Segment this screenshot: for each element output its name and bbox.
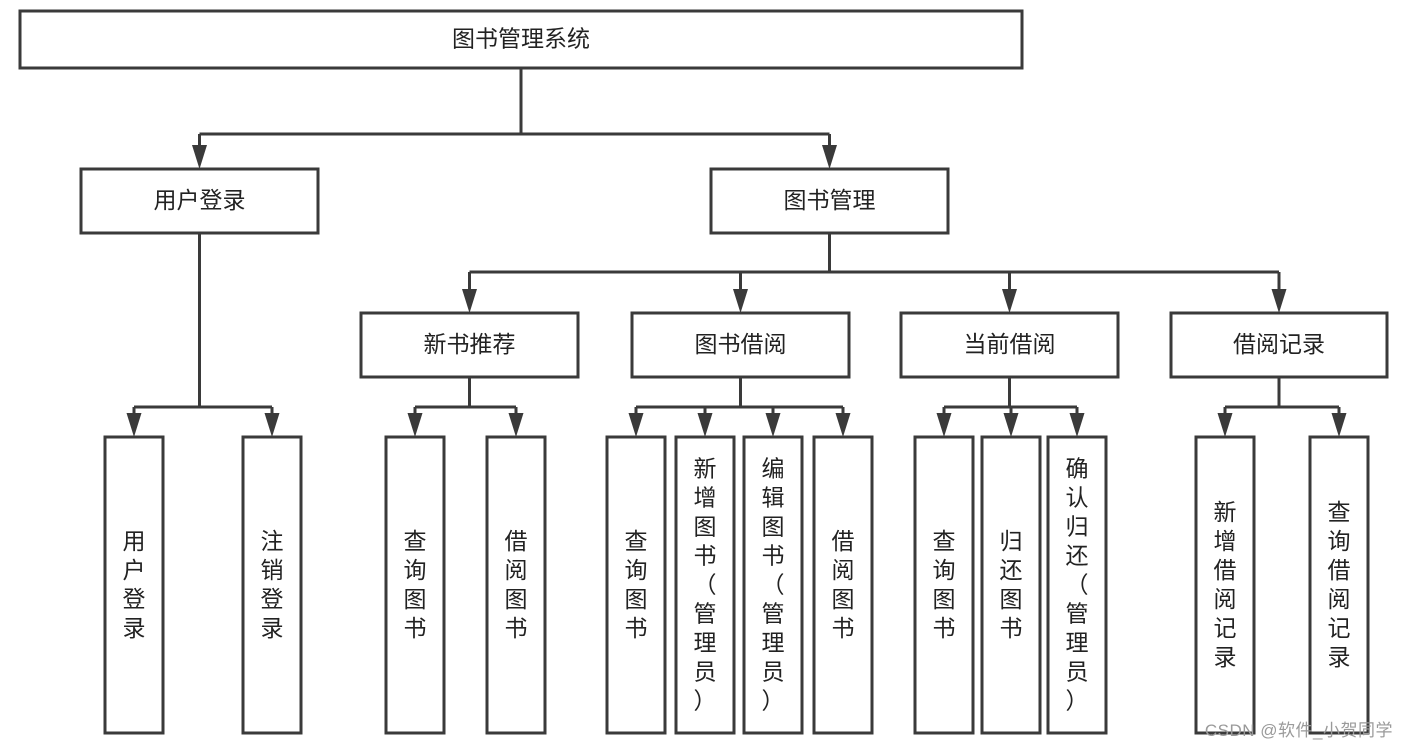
arrow-head-icon <box>508 413 524 437</box>
node-label: 借阅记录 <box>1233 331 1325 357</box>
node-box[interactable] <box>899 311 1120 379</box>
node-label: 借阅图书 <box>832 528 855 641</box>
node-leaf-query-record[interactable]: 查询借阅记录 <box>1308 435 1370 735</box>
node-leaf-return-book[interactable]: 归还图书 <box>980 435 1042 735</box>
node-book-borrow[interactable]: 图书借阅 <box>630 311 851 379</box>
node-label: 用户登录 <box>123 528 146 641</box>
node-box[interactable] <box>742 435 804 735</box>
node-box[interactable] <box>630 311 851 379</box>
node-layer: 图书管理系统用户登录图书管理新书推荐图书借阅当前借阅借阅记录用户登录注销登录查询… <box>18 9 1389 735</box>
node-leaf-edit-book[interactable]: 编辑图书（管理员） <box>742 435 804 735</box>
node-borrow-record[interactable]: 借阅记录 <box>1169 311 1389 379</box>
arrow-head-icon <box>264 413 280 437</box>
node-label: 查询图书 <box>625 528 648 641</box>
node-label: 新增借阅记录 <box>1214 499 1237 670</box>
node-leaf-user-login[interactable]: 用户登录 <box>103 435 165 735</box>
node-leaf-query-book-1[interactable]: 查询图书 <box>384 435 446 735</box>
node-label: 图书借阅 <box>695 331 787 357</box>
arrow-head-icon <box>835 413 851 437</box>
node-book-manage[interactable]: 图书管理 <box>709 167 950 235</box>
node-new-book-rec[interactable]: 新书推荐 <box>359 311 580 379</box>
node-box[interactable] <box>384 435 446 735</box>
node-label: 编辑图书（管理员） <box>762 456 785 714</box>
node-label: 当前借阅 <box>964 331 1056 357</box>
arrow-head-icon <box>733 289 748 313</box>
node-box[interactable] <box>1046 435 1108 735</box>
node-label: 新书推荐 <box>424 331 516 357</box>
connector-group-user-login <box>126 233 280 437</box>
arrow-head-icon <box>1002 289 1017 313</box>
node-leaf-add-record[interactable]: 新增借阅记录 <box>1194 435 1256 735</box>
node-root[interactable]: 图书管理系统 <box>18 9 1024 70</box>
node-leaf-query-book-3[interactable]: 查询图书 <box>913 435 975 735</box>
arrow-head-icon <box>936 413 952 437</box>
node-box[interactable] <box>18 9 1024 70</box>
connector-group-borrow-record <box>1217 377 1347 437</box>
node-box[interactable] <box>980 435 1042 735</box>
node-leaf-borrow-book-2[interactable]: 借阅图书 <box>812 435 874 735</box>
node-box[interactable] <box>241 435 303 735</box>
node-box[interactable] <box>709 167 950 235</box>
arrow-head-icon <box>462 289 477 313</box>
connector-group-new-book-rec <box>407 377 524 437</box>
node-box[interactable] <box>1194 435 1256 735</box>
node-box[interactable] <box>674 435 736 735</box>
arrow-head-icon <box>1271 289 1287 313</box>
node-box[interactable] <box>1169 311 1389 379</box>
arrow-head-icon <box>192 145 207 169</box>
node-box[interactable] <box>359 311 580 379</box>
node-box[interactable] <box>1308 435 1370 735</box>
connector-group-current-borrow <box>936 377 1085 437</box>
node-current-borrow[interactable]: 当前借阅 <box>899 311 1120 379</box>
node-leaf-confirm-return[interactable]: 确认归还（管理员） <box>1046 435 1108 735</box>
node-label: 确认归还（管理员） <box>1066 456 1089 714</box>
node-leaf-user-logout[interactable]: 注销登录 <box>241 435 303 735</box>
arrow-head-icon <box>1069 413 1085 437</box>
arrow-head-icon <box>628 413 644 437</box>
node-label: 图书管理 <box>784 187 876 213</box>
connector-group-book-borrow <box>628 377 851 437</box>
arrow-head-icon <box>822 145 837 169</box>
node-box[interactable] <box>103 435 165 735</box>
connector-layer <box>126 68 1347 437</box>
arrow-head-icon <box>697 413 713 437</box>
node-box[interactable] <box>605 435 667 735</box>
node-label: 查询图书 <box>933 528 956 641</box>
arrow-head-icon <box>1331 413 1347 437</box>
connector-group-root <box>192 68 837 169</box>
node-label: 借阅图书 <box>505 528 528 641</box>
node-label: 新增图书（管理员） <box>694 456 717 714</box>
node-label: 注销登录 <box>261 528 284 641</box>
arrow-head-icon <box>1217 413 1233 437</box>
node-label: 图书管理系统 <box>452 26 590 52</box>
node-box[interactable] <box>485 435 547 735</box>
node-leaf-borrow-book-1[interactable]: 借阅图书 <box>485 435 547 735</box>
node-box[interactable] <box>913 435 975 735</box>
arrow-head-icon <box>407 413 423 437</box>
node-label: 用户登录 <box>154 187 246 213</box>
node-user-login[interactable]: 用户登录 <box>79 167 320 235</box>
node-box[interactable] <box>79 167 320 235</box>
node-label: 查询图书 <box>404 528 427 641</box>
node-leaf-query-book-2[interactable]: 查询图书 <box>605 435 667 735</box>
arrow-head-icon <box>1003 413 1019 437</box>
node-label: 查询借阅记录 <box>1328 499 1351 670</box>
arrow-head-icon <box>126 413 142 437</box>
node-label: 归还图书 <box>1000 528 1023 641</box>
node-leaf-add-book[interactable]: 新增图书（管理员） <box>674 435 736 735</box>
node-box[interactable] <box>812 435 874 735</box>
connector-group-book-manage <box>462 233 1287 313</box>
arrow-head-icon <box>765 413 781 437</box>
